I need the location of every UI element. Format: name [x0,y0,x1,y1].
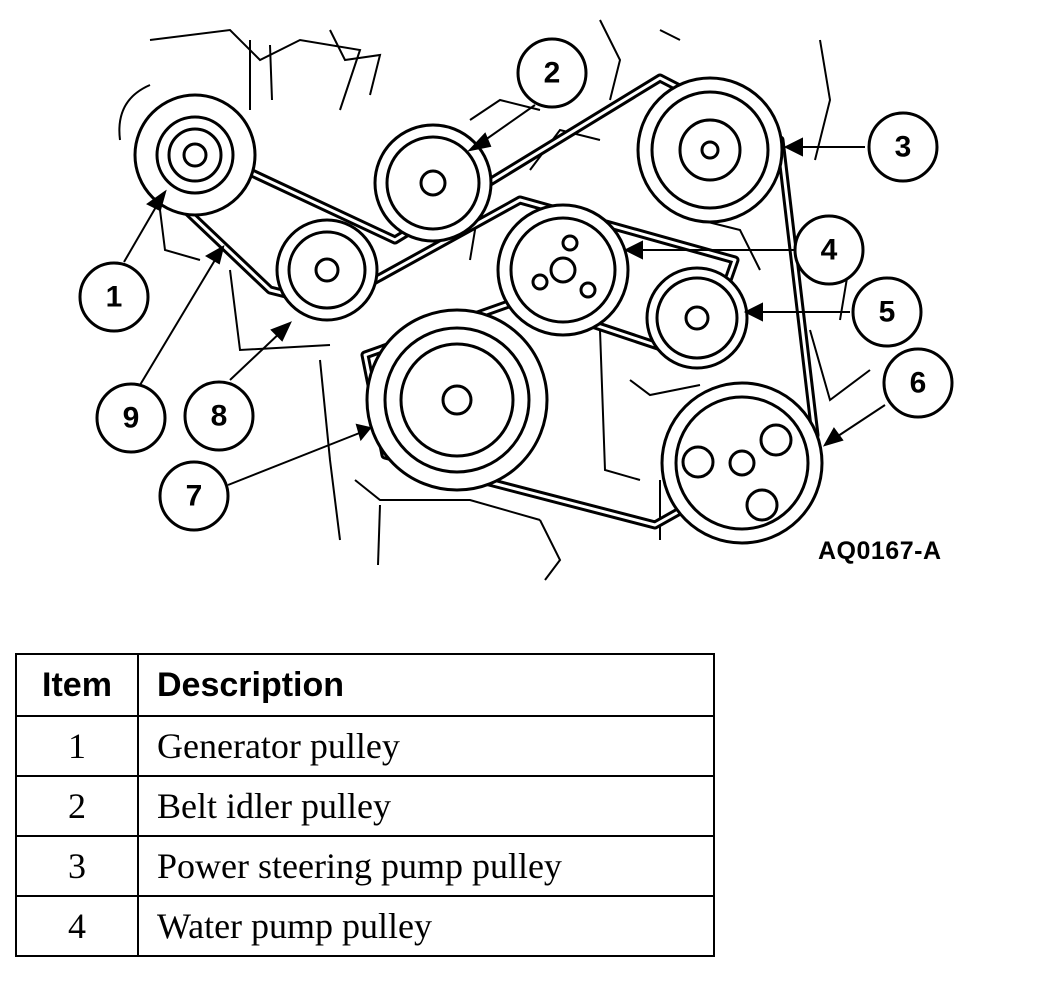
belt-routing-diagram: 1 2 3 4 5 6 7 8 9 [78,19,954,581]
callout-5: 5 [851,276,923,348]
callout-label: 7 [186,480,203,513]
callout-label: 2 [544,57,561,90]
item-number: 1 [15,715,139,777]
figure-code: AQ0167-A [818,537,942,565]
pulley-ac-compressor [660,381,824,545]
callout-label: 6 [910,367,927,400]
leader-lines [123,104,886,486]
pulley-crankshaft [365,308,549,492]
callout-2: 2 [516,37,588,109]
callout-6: 6 [882,347,954,419]
column-header-item: Item [15,653,139,717]
callout-9: 9 [95,382,167,454]
column-header-description: Description [137,653,715,717]
pulley-belt-idler [373,123,493,243]
pulley-power-steering-pump [636,76,784,224]
callout-4: 4 [793,214,865,286]
item-number: 2 [15,775,139,837]
callout-label: 3 [895,131,912,164]
callout-label: 5 [879,296,896,329]
pulley-tensioner [645,266,749,370]
item-description: Generator pulley [137,715,715,777]
legend-table: Item Description 1 Generator pulley 2 Be… [15,653,715,957]
item-number: 3 [15,835,139,897]
pulley-idler-lower [275,218,379,322]
item-description: Power steering pump pulley [137,835,715,897]
callout-7: 7 [158,460,230,532]
table-row: 4 Water pump pulley [15,895,715,957]
callout-label: 4 [821,234,838,267]
item-description: Belt idler pulley [137,775,715,837]
table-row: 2 Belt idler pulley [15,775,715,837]
pulley-water-pump [496,203,630,337]
callout-label: 9 [123,402,140,435]
callout-1: 1 [78,261,150,333]
item-description: Water pump pulley [137,895,715,957]
callout-8: 8 [183,380,255,452]
callout-3: 3 [867,111,939,183]
callout-label: 1 [106,281,123,314]
table-row: 3 Power steering pump pulley [15,835,715,897]
legend-header-row: Item Description [15,653,715,717]
pulley-generator [133,93,257,217]
callout-label: 8 [211,400,228,433]
table-row: 1 Generator pulley [15,715,715,777]
item-number: 4 [15,895,139,957]
